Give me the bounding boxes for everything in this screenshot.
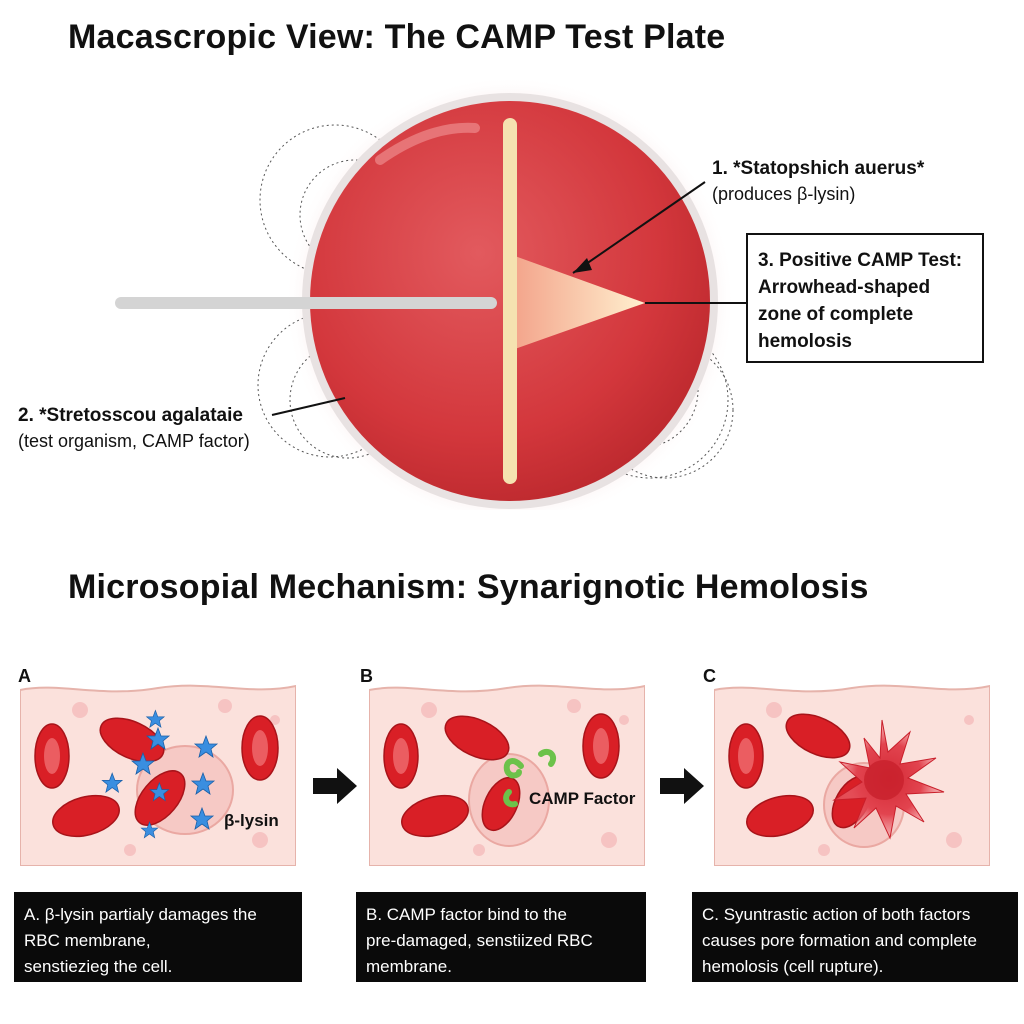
macro-title: Macascropic View: The CAMP Test Plate bbox=[68, 18, 726, 56]
staph-description: (produces β-lysin) bbox=[712, 184, 856, 204]
micro-title: Microsopial Mechanism: Synarignotic Hemo… bbox=[68, 568, 869, 606]
panel-b-letter: B bbox=[360, 666, 373, 686]
beta-lysin-molecules bbox=[101, 709, 219, 839]
staph-arrowhead bbox=[573, 258, 592, 273]
panel-c-illustration bbox=[714, 684, 990, 866]
caption-line: causes pore formation and complete bbox=[702, 931, 977, 950]
result-line: zone of complete bbox=[758, 304, 914, 325]
strep-description: (test organism, CAMP factor) bbox=[18, 431, 250, 451]
result-line: hemolosis bbox=[758, 331, 852, 352]
hemolysis-zone bbox=[512, 255, 645, 350]
panel-c-letter: C bbox=[703, 666, 716, 686]
ruptured-cell-burst bbox=[832, 719, 945, 840]
plate-highlight bbox=[375, 122, 480, 165]
camp-factor-label: CAMP Factor bbox=[529, 789, 636, 808]
strep-streak bbox=[115, 297, 497, 309]
strep-name: 2. *Stretosscou agalataie bbox=[18, 405, 243, 426]
caption-line: A. β-lysin partialy damages the bbox=[24, 905, 257, 924]
panel-b-illustration: CAMP Factor bbox=[369, 684, 645, 866]
camp-factor-molecules bbox=[503, 748, 557, 808]
staph-streak bbox=[503, 118, 517, 484]
staph-label: 1. *Statopshich auerus* (produces β-lysi… bbox=[712, 158, 924, 205]
staph-leader bbox=[572, 181, 706, 274]
caption-b: B. CAMP factor bind to the pre-damaged, … bbox=[356, 892, 646, 982]
strep-leader bbox=[271, 397, 346, 416]
caption-line: pre-damaged, senstiized RBC bbox=[366, 931, 593, 950]
caption-line: B. CAMP factor bind to the bbox=[366, 905, 567, 924]
caption-c: C. Syuntrastic action of both factors ca… bbox=[692, 892, 1018, 982]
caption-line: membrane. bbox=[366, 957, 452, 976]
staph-name: 1. *Statopshich auerus* bbox=[712, 158, 925, 179]
result-line: 3. Positive CAMP Test: bbox=[758, 250, 963, 271]
arrow-b-to-c bbox=[660, 768, 704, 804]
result-line: Arrowhead-shaped bbox=[758, 277, 931, 298]
beta-lysin-label: β-lysin bbox=[224, 811, 279, 830]
strep-label: 2. *Stretosscou agalataie (test organism… bbox=[18, 405, 250, 452]
caption-a: A. β-lysin partialy damages the RBC memb… bbox=[14, 892, 302, 982]
result-box: 3. Positive CAMP Test: Arrowhead-shaped … bbox=[746, 233, 984, 363]
panel-a-letter: A bbox=[18, 666, 31, 686]
arrow-a-to-b bbox=[313, 768, 357, 804]
caption-line: RBC membrane, bbox=[24, 931, 151, 950]
caption-line: senstiezieg the cell. bbox=[24, 957, 173, 976]
caption-line: C. Syuntrastic action of both factors bbox=[702, 905, 971, 924]
camp-test-plate bbox=[115, 80, 746, 510]
caption-line: hemolosis (cell rupture). bbox=[702, 957, 884, 976]
panel-a-illustration: β-lysin bbox=[20, 684, 296, 866]
